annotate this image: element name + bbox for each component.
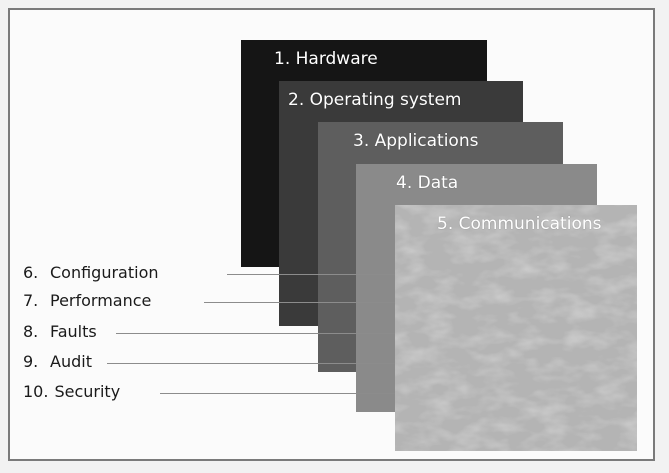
layer-label-communications: 5. Communications xyxy=(437,214,602,234)
layer-communications: 5. Communications xyxy=(395,205,637,451)
aspect-label: Security xyxy=(54,382,121,401)
leader-line-performance xyxy=(204,302,395,303)
aspect-label: Faults xyxy=(50,322,97,341)
layer-label-operating-system: 2. Operating system xyxy=(288,90,462,110)
layer-label-applications: 3. Applications xyxy=(353,131,479,151)
aspect-security: 10. Security xyxy=(23,382,120,401)
aspect-label: Configuration xyxy=(50,263,159,282)
aspect-audit: 9. Audit xyxy=(23,352,92,371)
aspect-number: 10. xyxy=(23,382,49,401)
leader-line-audit xyxy=(107,363,395,364)
aspect-number: 6. xyxy=(23,263,39,282)
leader-line-security xyxy=(160,393,395,394)
aspect-label: Audit xyxy=(50,352,92,371)
aspect-performance: 7. Performance xyxy=(23,291,151,310)
layer-label-hardware: 1. Hardware xyxy=(274,49,378,69)
aspect-number: 7. xyxy=(23,291,39,310)
aspect-configuration: 6. Configuration xyxy=(23,263,159,282)
aspect-faults: 8. Faults xyxy=(23,322,97,341)
leader-line-configuration xyxy=(227,274,395,275)
layer-label-data: 4. Data xyxy=(396,173,459,193)
aspect-label: Performance xyxy=(50,291,152,310)
aspect-number: 9. xyxy=(23,352,39,371)
aspect-number: 8. xyxy=(23,322,39,341)
leader-line-faults xyxy=(116,333,395,334)
